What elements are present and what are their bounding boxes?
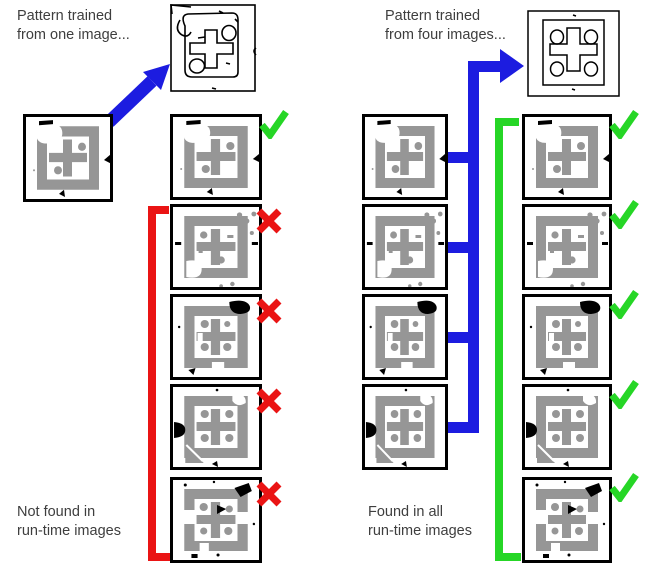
right-title: Pattern trained from four images... [385, 7, 506, 45]
check-icon [608, 379, 640, 414]
fiducial-pattern-graphic [534, 480, 606, 558]
right-caption-line1: Found in all [368, 504, 443, 520]
left-caption: Not found in run-time images [17, 503, 121, 541]
blue-connector-stub [448, 422, 479, 433]
runtime-image [170, 294, 262, 380]
fiducial-pattern-graphic [365, 388, 435, 467]
fiducial-pattern-graphic [527, 211, 608, 287]
fiducial-pattern-graphic [371, 120, 445, 195]
edge-model-graphic [527, 10, 620, 97]
fiducial-pattern-graphic [366, 211, 445, 287]
fiducial-pattern-graphic [529, 300, 601, 375]
cross-icon [254, 296, 284, 331]
runtime-image [170, 477, 262, 563]
left-caption-line2: run-time images [17, 523, 121, 539]
fiducial-pattern-graphic [182, 480, 256, 558]
check-icon [608, 109, 640, 144]
trained-pattern-one-image [169, 2, 258, 99]
cross-icon [254, 479, 284, 514]
fiducial-pattern-graphic [175, 211, 258, 287]
fiducial-pattern-graphic [180, 120, 259, 195]
green-bracket-line [495, 118, 503, 561]
red-bracket-line [148, 206, 156, 561]
right-title-line2: from four images... [385, 27, 506, 43]
green-bracket-top-stub [495, 118, 519, 126]
check-icon [258, 109, 290, 144]
left-title-line2: from one image... [17, 27, 130, 43]
fiducial-pattern-graphic [177, 300, 251, 375]
blue-arrowhead-icon [500, 49, 524, 83]
fiducial-pattern-graphic [33, 120, 110, 197]
cross-icon [254, 386, 284, 421]
blue-arrow-shaft [468, 61, 501, 72]
left-caption-line1: Not found in [17, 504, 96, 520]
runtime-image [170, 114, 262, 200]
blue-connector-stub [448, 242, 479, 253]
left-title: Pattern trained from one image... [17, 7, 130, 45]
red-bracket-top-stub [148, 206, 169, 214]
check-icon [608, 289, 640, 324]
fiducial-pattern-graphic [532, 120, 609, 195]
fiducial-pattern-graphic [174, 388, 248, 467]
runtime-image [170, 384, 262, 470]
runtime-image [522, 477, 612, 563]
right-title-line1: Pattern trained [385, 8, 481, 24]
left-title-line1: Pattern trained [17, 8, 113, 24]
check-icon [608, 472, 640, 507]
green-bracket-bottom-stub [495, 553, 521, 561]
training-image [362, 294, 448, 380]
fiducial-pattern-graphic [369, 300, 437, 375]
right-caption: Found in all run-time images [368, 503, 472, 541]
edge-model-graphic [170, 4, 257, 92]
check-icon [608, 199, 640, 234]
runtime-image [522, 294, 612, 380]
training-image [362, 204, 448, 290]
blue-arrow-icon [104, 64, 170, 127]
training-image [362, 114, 448, 200]
blue-connector-stub [448, 332, 479, 343]
fiducial-pattern-graphic [526, 388, 598, 467]
red-bracket-bottom-stub [148, 553, 173, 561]
cross-icon [254, 206, 284, 241]
right-caption-line2: run-time images [368, 523, 472, 539]
runtime-image [522, 204, 612, 290]
training-image [362, 384, 448, 470]
blue-connector-stub [448, 152, 479, 163]
training-source-image [23, 114, 113, 202]
trained-pattern-four-images [526, 9, 621, 103]
runtime-image [170, 204, 262, 290]
runtime-image [522, 384, 612, 470]
runtime-image [522, 114, 612, 200]
